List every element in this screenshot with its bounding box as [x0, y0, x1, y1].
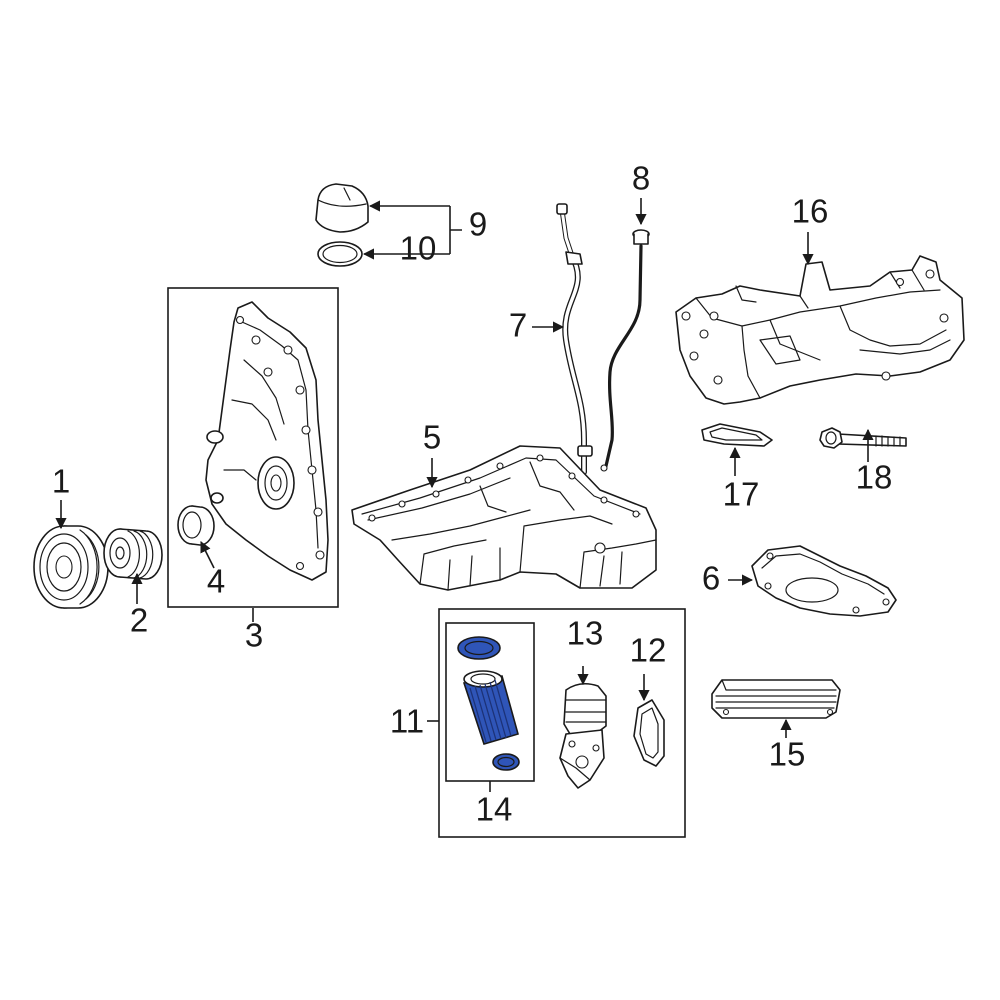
callout-4: 4 [207, 563, 225, 600]
callout-5: 5 [423, 419, 441, 456]
oil-filter-housing-gasket [633, 699, 665, 767]
oil-filter-assembly-frame [438, 608, 686, 838]
callout-10: 10 [400, 230, 437, 267]
oil-filter-housing [559, 682, 607, 789]
timing-cover-frame [167, 287, 339, 608]
callout-labels: 1 2 3 4 5 6 7 8 9 10 11 12 13 14 15 16 1… [52, 160, 893, 828]
callout-17: 17 [723, 476, 760, 513]
callout-15: 15 [769, 736, 806, 773]
oil-filter-element-highlighted [457, 636, 520, 771]
callout-3: 3 [245, 617, 263, 654]
oil-filler-cap [315, 183, 369, 233]
callout-11: 11 [390, 703, 424, 740]
oil-filler-seal-ring [317, 241, 363, 267]
timing-cover [205, 301, 329, 581]
oil-dipstick [600, 229, 650, 472]
oil-pan-baffle [751, 545, 897, 617]
callout-8: 8 [632, 160, 650, 197]
callout-14: 14 [476, 791, 513, 828]
leader-lines [55, 198, 874, 792]
oil-pan [351, 445, 657, 591]
callout-6: 6 [702, 560, 720, 597]
callout-13: 13 [567, 615, 604, 652]
oil-cooler [711, 679, 841, 719]
crankshaft-spacer [103, 528, 163, 580]
callout-7: 7 [509, 307, 527, 344]
sump-housing-gasket [701, 423, 773, 447]
crankshaft-front-seal [177, 505, 215, 546]
sump-housing-bolt [819, 427, 907, 449]
callout-2: 2 [130, 602, 148, 639]
callout-18: 18 [856, 459, 893, 496]
oil-dipstick-tube [556, 203, 593, 475]
callout-12: 12 [630, 632, 667, 669]
callout-16: 16 [792, 193, 829, 230]
callout-9: 9 [469, 206, 487, 243]
crankshaft-pulley [33, 525, 109, 609]
oil-sump-upper-housing [675, 255, 965, 405]
callout-1: 1 [52, 463, 70, 500]
